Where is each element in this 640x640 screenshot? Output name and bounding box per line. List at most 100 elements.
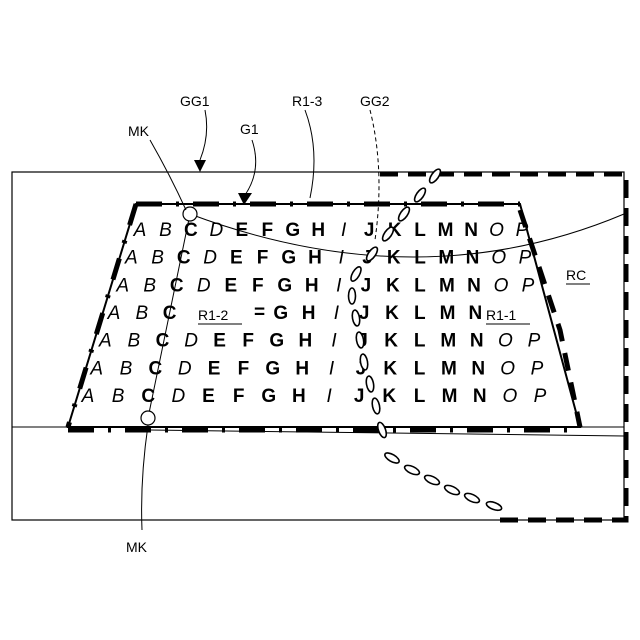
- grid-letter: J: [361, 275, 372, 296]
- grid-letter: A: [107, 303, 121, 324]
- grid-letter: I: [329, 358, 335, 379]
- grid-letter: C: [149, 358, 163, 379]
- grid-letter: G: [285, 220, 300, 241]
- grid-letter: G: [265, 358, 280, 379]
- grid-letter: D: [203, 248, 217, 269]
- label-gg1: GG1: [180, 93, 210, 109]
- grid-letter: G: [273, 303, 288, 324]
- grid-letter: L: [414, 220, 426, 241]
- grid-letter: F: [257, 248, 269, 269]
- grid-letter: G: [277, 275, 292, 296]
- extra-mark-equals: =: [254, 302, 265, 323]
- grid-letter: N: [471, 358, 485, 379]
- label-gg2: GG2: [360, 93, 390, 109]
- grid-letter: B: [120, 358, 133, 379]
- gg2-link: [423, 473, 440, 486]
- grid-letter: F: [261, 220, 273, 241]
- leader-r1-3: [305, 110, 314, 198]
- grid-letter: L: [414, 358, 426, 379]
- grid-letter: M: [440, 331, 456, 352]
- gg2-link: [403, 463, 420, 476]
- grid-letter: O: [503, 386, 518, 407]
- grid-letter: G: [261, 386, 276, 407]
- grid-letter: H: [308, 248, 322, 269]
- grid-letter: M: [442, 386, 458, 407]
- gg2-link: [349, 288, 356, 304]
- grid-letter: L: [414, 386, 426, 407]
- grid-letter: A: [115, 275, 129, 296]
- grid-letter: E: [236, 220, 249, 241]
- gg2-link: [376, 421, 388, 438]
- grid-letter: A: [89, 358, 103, 379]
- gg2-link: [463, 491, 480, 504]
- grid-letter: M: [439, 275, 455, 296]
- label-r1-3: R1-3: [292, 93, 323, 109]
- grid-letter: F: [238, 358, 250, 379]
- gg2-link: [397, 205, 412, 222]
- grid-letter: P: [528, 331, 541, 352]
- gg2-link: [413, 186, 428, 203]
- grid-letter: C: [163, 303, 177, 324]
- gg2-link: [383, 451, 400, 465]
- grid-letter: D: [184, 331, 198, 352]
- leader-g1: [245, 140, 256, 195]
- grid-letter: H: [292, 386, 306, 407]
- grid-letter: B: [151, 248, 164, 269]
- grid-letter: H: [305, 275, 319, 296]
- grid-letter: K: [382, 386, 396, 407]
- grid-letter: P: [531, 358, 544, 379]
- grid-letter: B: [128, 331, 141, 352]
- grid-letter: L: [414, 331, 426, 352]
- label-mk-bottom: MK: [126, 539, 148, 555]
- grid-letter: O: [494, 275, 509, 296]
- grid-letter: O: [489, 220, 504, 241]
- grid-letter: B: [143, 275, 156, 296]
- letter-grid: ABCDEFGHIJKLMNOPABCDEFGHIJKLMNOPABCDEFGH…: [81, 220, 547, 407]
- grid-letter: D: [197, 275, 211, 296]
- grid-letter: E: [202, 386, 215, 407]
- gg2-link: [443, 483, 460, 496]
- grid-letter: P: [522, 275, 535, 296]
- grid-letter: J: [364, 220, 375, 241]
- grid-letter: D: [172, 386, 186, 407]
- grid-letter: P: [534, 386, 547, 407]
- grid-letter: F: [252, 275, 264, 296]
- grid-letter: G: [269, 331, 284, 352]
- grid-letter: C: [184, 220, 198, 241]
- grid-letter: N: [473, 386, 487, 407]
- grid-letter: E: [224, 275, 237, 296]
- grid-letter: I: [341, 220, 347, 241]
- grid-letter: N: [470, 331, 484, 352]
- grid-letter: N: [466, 248, 480, 269]
- label-g1: G1: [240, 121, 259, 137]
- grid-letter: M: [438, 220, 454, 241]
- grid-letter: E: [208, 358, 221, 379]
- grid-letter: A: [124, 248, 138, 269]
- grid-letter: O: [491, 248, 506, 269]
- grid-letter: K: [385, 303, 399, 324]
- grid-letter: I: [334, 303, 340, 324]
- label-r1-1: R1-1: [486, 307, 517, 323]
- grid-letter: P: [519, 248, 532, 269]
- grid-letter: G: [281, 248, 296, 269]
- grid-letter: E: [230, 248, 243, 269]
- gg2-link: [371, 397, 381, 414]
- grid-letter: I: [331, 331, 337, 352]
- grid-letter: A: [81, 386, 95, 407]
- grid-letter: C: [170, 275, 184, 296]
- gg2-link: [485, 500, 502, 512]
- leader-mk-top: [150, 140, 186, 210]
- grid-letter: L: [414, 303, 426, 324]
- grid-letter: K: [387, 248, 401, 269]
- grid-letter: L: [414, 275, 426, 296]
- grid-letter: B: [112, 386, 125, 407]
- leader-mk-bottom: [142, 425, 148, 530]
- grid-letter: O: [498, 331, 513, 352]
- grid-letter: K: [383, 358, 397, 379]
- grid-letter: C: [156, 331, 170, 352]
- grid-letter: C: [141, 386, 155, 407]
- grid-letter: A: [133, 220, 147, 241]
- grid-letter: P: [516, 220, 529, 241]
- grid-letter: A: [98, 331, 112, 352]
